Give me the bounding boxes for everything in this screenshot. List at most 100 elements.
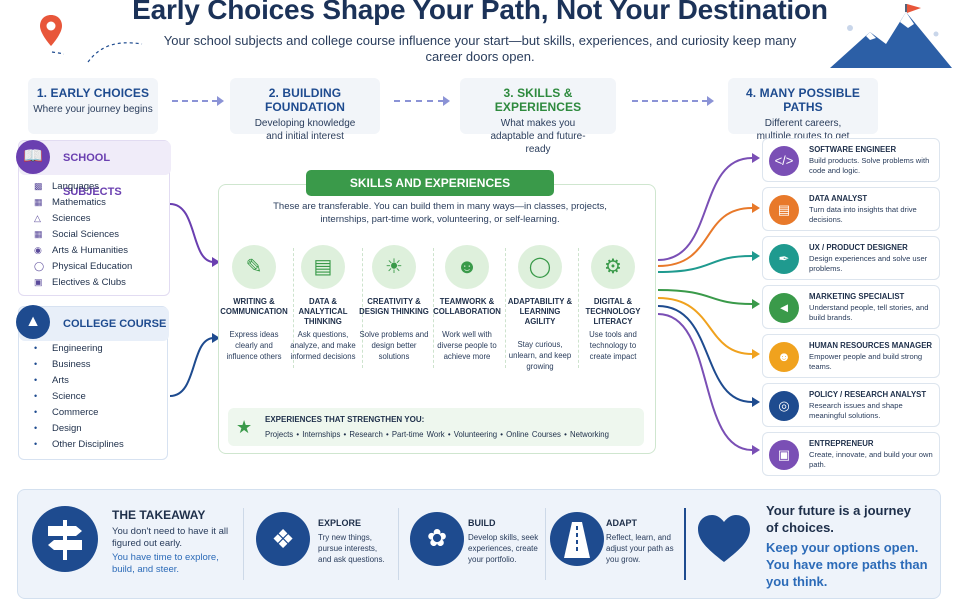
- graduation-cap-icon: ▲: [16, 305, 50, 339]
- list-item: ▩Languages: [34, 181, 100, 192]
- stage-arrow: [394, 96, 450, 106]
- dashed-path-decoration: [87, 42, 143, 63]
- skill-desc: Solve problems and design better solutio…: [359, 330, 429, 361]
- career-desc: Turn data into insights that drive decis…: [809, 205, 917, 224]
- divider: [578, 248, 579, 368]
- step-title: ADAPT: [606, 518, 637, 528]
- career-title: ENTREPRENEUR: [809, 439, 874, 448]
- mountain-flag-icon: [830, 4, 952, 68]
- road-icon: [550, 512, 604, 566]
- career-software-engineer: </> SOFTWARE ENGINEER Build products. So…: [762, 138, 940, 182]
- bullet-icon: •: [34, 407, 38, 417]
- list-item: •Science: [34, 391, 86, 402]
- stage-arrow: [632, 96, 714, 106]
- step-desc: Develop skills, seek experiences, create…: [468, 533, 539, 564]
- skill-title: ADAPTABILITY & LEARNING AGILITY: [507, 297, 573, 326]
- page-subtitle: Your school subjects and college course …: [163, 33, 797, 64]
- career-title: SOFTWARE ENGINEER: [809, 145, 897, 154]
- calculator-icon: ▦: [34, 197, 43, 207]
- list-item: ◯Physical Education: [34, 261, 133, 272]
- divider: [505, 248, 506, 368]
- divider: [433, 248, 434, 368]
- list-item: ◉Arts & Humanities: [34, 245, 129, 256]
- stage-building-foundation: 2. BUILDING FOUNDATION Developing knowle…: [230, 78, 380, 142]
- skill-data: ▤ DATA & ANALYTICAL THINKING Ask questio…: [288, 245, 358, 362]
- divider: [684, 508, 686, 580]
- career-desc: Design experiences and solve user proble…: [809, 254, 928, 273]
- skill-adaptability: ◯ ADAPTABILITY & LEARNING AGILITY Stay c…: [505, 245, 575, 372]
- stage-desc: Developing knowledge and initial interes…: [254, 118, 356, 142]
- heart-icon: [696, 514, 752, 569]
- closing-line2: Keep your options open. You have more pa…: [766, 540, 928, 589]
- connector-curves-left: [169, 203, 220, 397]
- pen-nib-icon: ✒: [769, 244, 799, 274]
- experiences-list: Projects • Internships • Research • Part…: [265, 430, 609, 439]
- career-desc: Create, innovate, and build your own pat…: [809, 450, 933, 469]
- step-title: EXPLORE: [318, 518, 362, 528]
- megaphone-icon: ◄: [769, 293, 799, 323]
- location-pin-icon: [38, 14, 99, 60]
- stage-title: 1. EARLY CHOICES: [36, 86, 150, 100]
- skill-title: DATA & ANALYTICAL THINKING: [298, 297, 348, 326]
- bullet-icon: •: [34, 359, 38, 369]
- bullet-icon: •: [34, 343, 38, 353]
- code-icon: </>: [769, 146, 799, 176]
- career-marketing: ◄ MARKETING SPECIALIST Understand people…: [762, 285, 940, 329]
- bullet-icon: •: [34, 391, 38, 401]
- career-desc: Empower people and build strong teams.: [809, 352, 923, 371]
- career-title: UX / PRODUCT DESIGNER: [809, 243, 908, 252]
- list-item: •Business: [34, 359, 91, 370]
- career-desc: Research issues and shape meaningful sol…: [809, 401, 903, 420]
- language-icon: ▩: [34, 181, 43, 191]
- career-desc: Understand people, tell stories, and bui…: [809, 303, 929, 322]
- skills-panel-desc: These are transferable. You can build th…: [273, 201, 607, 225]
- stage-title: 3. SKILLS & EXPERIENCES: [494, 86, 582, 114]
- list-item: •Arts: [34, 375, 69, 386]
- list-item: △Sciences: [34, 213, 91, 224]
- stage-desc: Where your journey begins: [33, 104, 153, 115]
- bar-chart-icon: ▤: [301, 245, 345, 289]
- step-desc: Try new things, pursue interests, and as…: [318, 533, 385, 564]
- skill-writing: ✎ WRITING & COMMUNICATION Express ideas …: [219, 245, 289, 362]
- briefcase-icon: ▣: [769, 440, 799, 470]
- sprout-icon: ✿: [410, 512, 464, 566]
- divider: [398, 508, 399, 580]
- list-item: ▣Electives & Clubs: [34, 277, 126, 288]
- divider: [293, 248, 294, 368]
- stage-title: 4. MANY POSSIBLE PATHS: [745, 86, 861, 114]
- bullet-icon: •: [34, 375, 38, 385]
- stage-arrow: [172, 96, 224, 106]
- takeaway-title: THE TAKEAWAY: [112, 508, 206, 522]
- career-entrepreneur: ▣ ENTREPRENEUR Create, innovate, and bui…: [762, 432, 940, 476]
- list-item: ▦Social Sciences: [34, 229, 120, 240]
- divider: [362, 248, 363, 368]
- takeaway-line1: You don't need to have it all figured ou…: [112, 526, 229, 549]
- career-desc: Build products. Solve problems with code…: [809, 156, 930, 175]
- people-icon: ☻: [769, 342, 799, 372]
- page-title: Early Choices Shape Your Path, Not Your …: [132, 0, 828, 25]
- flask-icon: △: [34, 213, 41, 223]
- career-ux-designer: ✒ UX / PRODUCT DESIGNER Design experienc…: [762, 236, 940, 280]
- experiences-title: EXPERIENCES THAT STRENGTHEN YOU:: [265, 415, 425, 424]
- pencil-icon: ✎: [232, 245, 276, 289]
- skills-panel-title: SKILLS AND EXPERIENCES: [306, 170, 554, 196]
- career-title: HUMAN RESOURCES MANAGER: [809, 341, 933, 350]
- takeaway-line2: You have time to explore, build, and ste…: [112, 552, 219, 575]
- palette-icon: ◉: [34, 245, 42, 255]
- chat-icon: ◯: [518, 245, 562, 289]
- list-item: ▦Mathematics: [34, 197, 106, 208]
- step-desc: Reflect, learn, and adjust your path as …: [606, 533, 674, 564]
- experiences-box: [228, 408, 644, 446]
- signpost-icon: [32, 506, 98, 572]
- career-hr-manager: ☻ HUMAN RESOURCES MANAGER Empower people…: [762, 334, 940, 378]
- stage-early-choices: 1. EARLY CHOICES Where your journey begi…: [28, 78, 158, 134]
- list-item: •Other Disciplines: [34, 439, 124, 450]
- star-icon: ★: [236, 417, 253, 437]
- stage-title: 2. BUILDING FOUNDATION: [264, 86, 346, 114]
- list-item: •Engineering: [34, 343, 103, 354]
- skill-desc: Work well with diverse people to achieve…: [437, 330, 497, 361]
- career-title: DATA ANALYST: [809, 194, 868, 203]
- book-icon: 📖: [16, 140, 50, 174]
- skill-title: WRITING & COMMUNICATION: [220, 297, 288, 316]
- skill-creativity: ☀ CREATIVITY & DESIGN THINKING Solve pro…: [359, 245, 429, 362]
